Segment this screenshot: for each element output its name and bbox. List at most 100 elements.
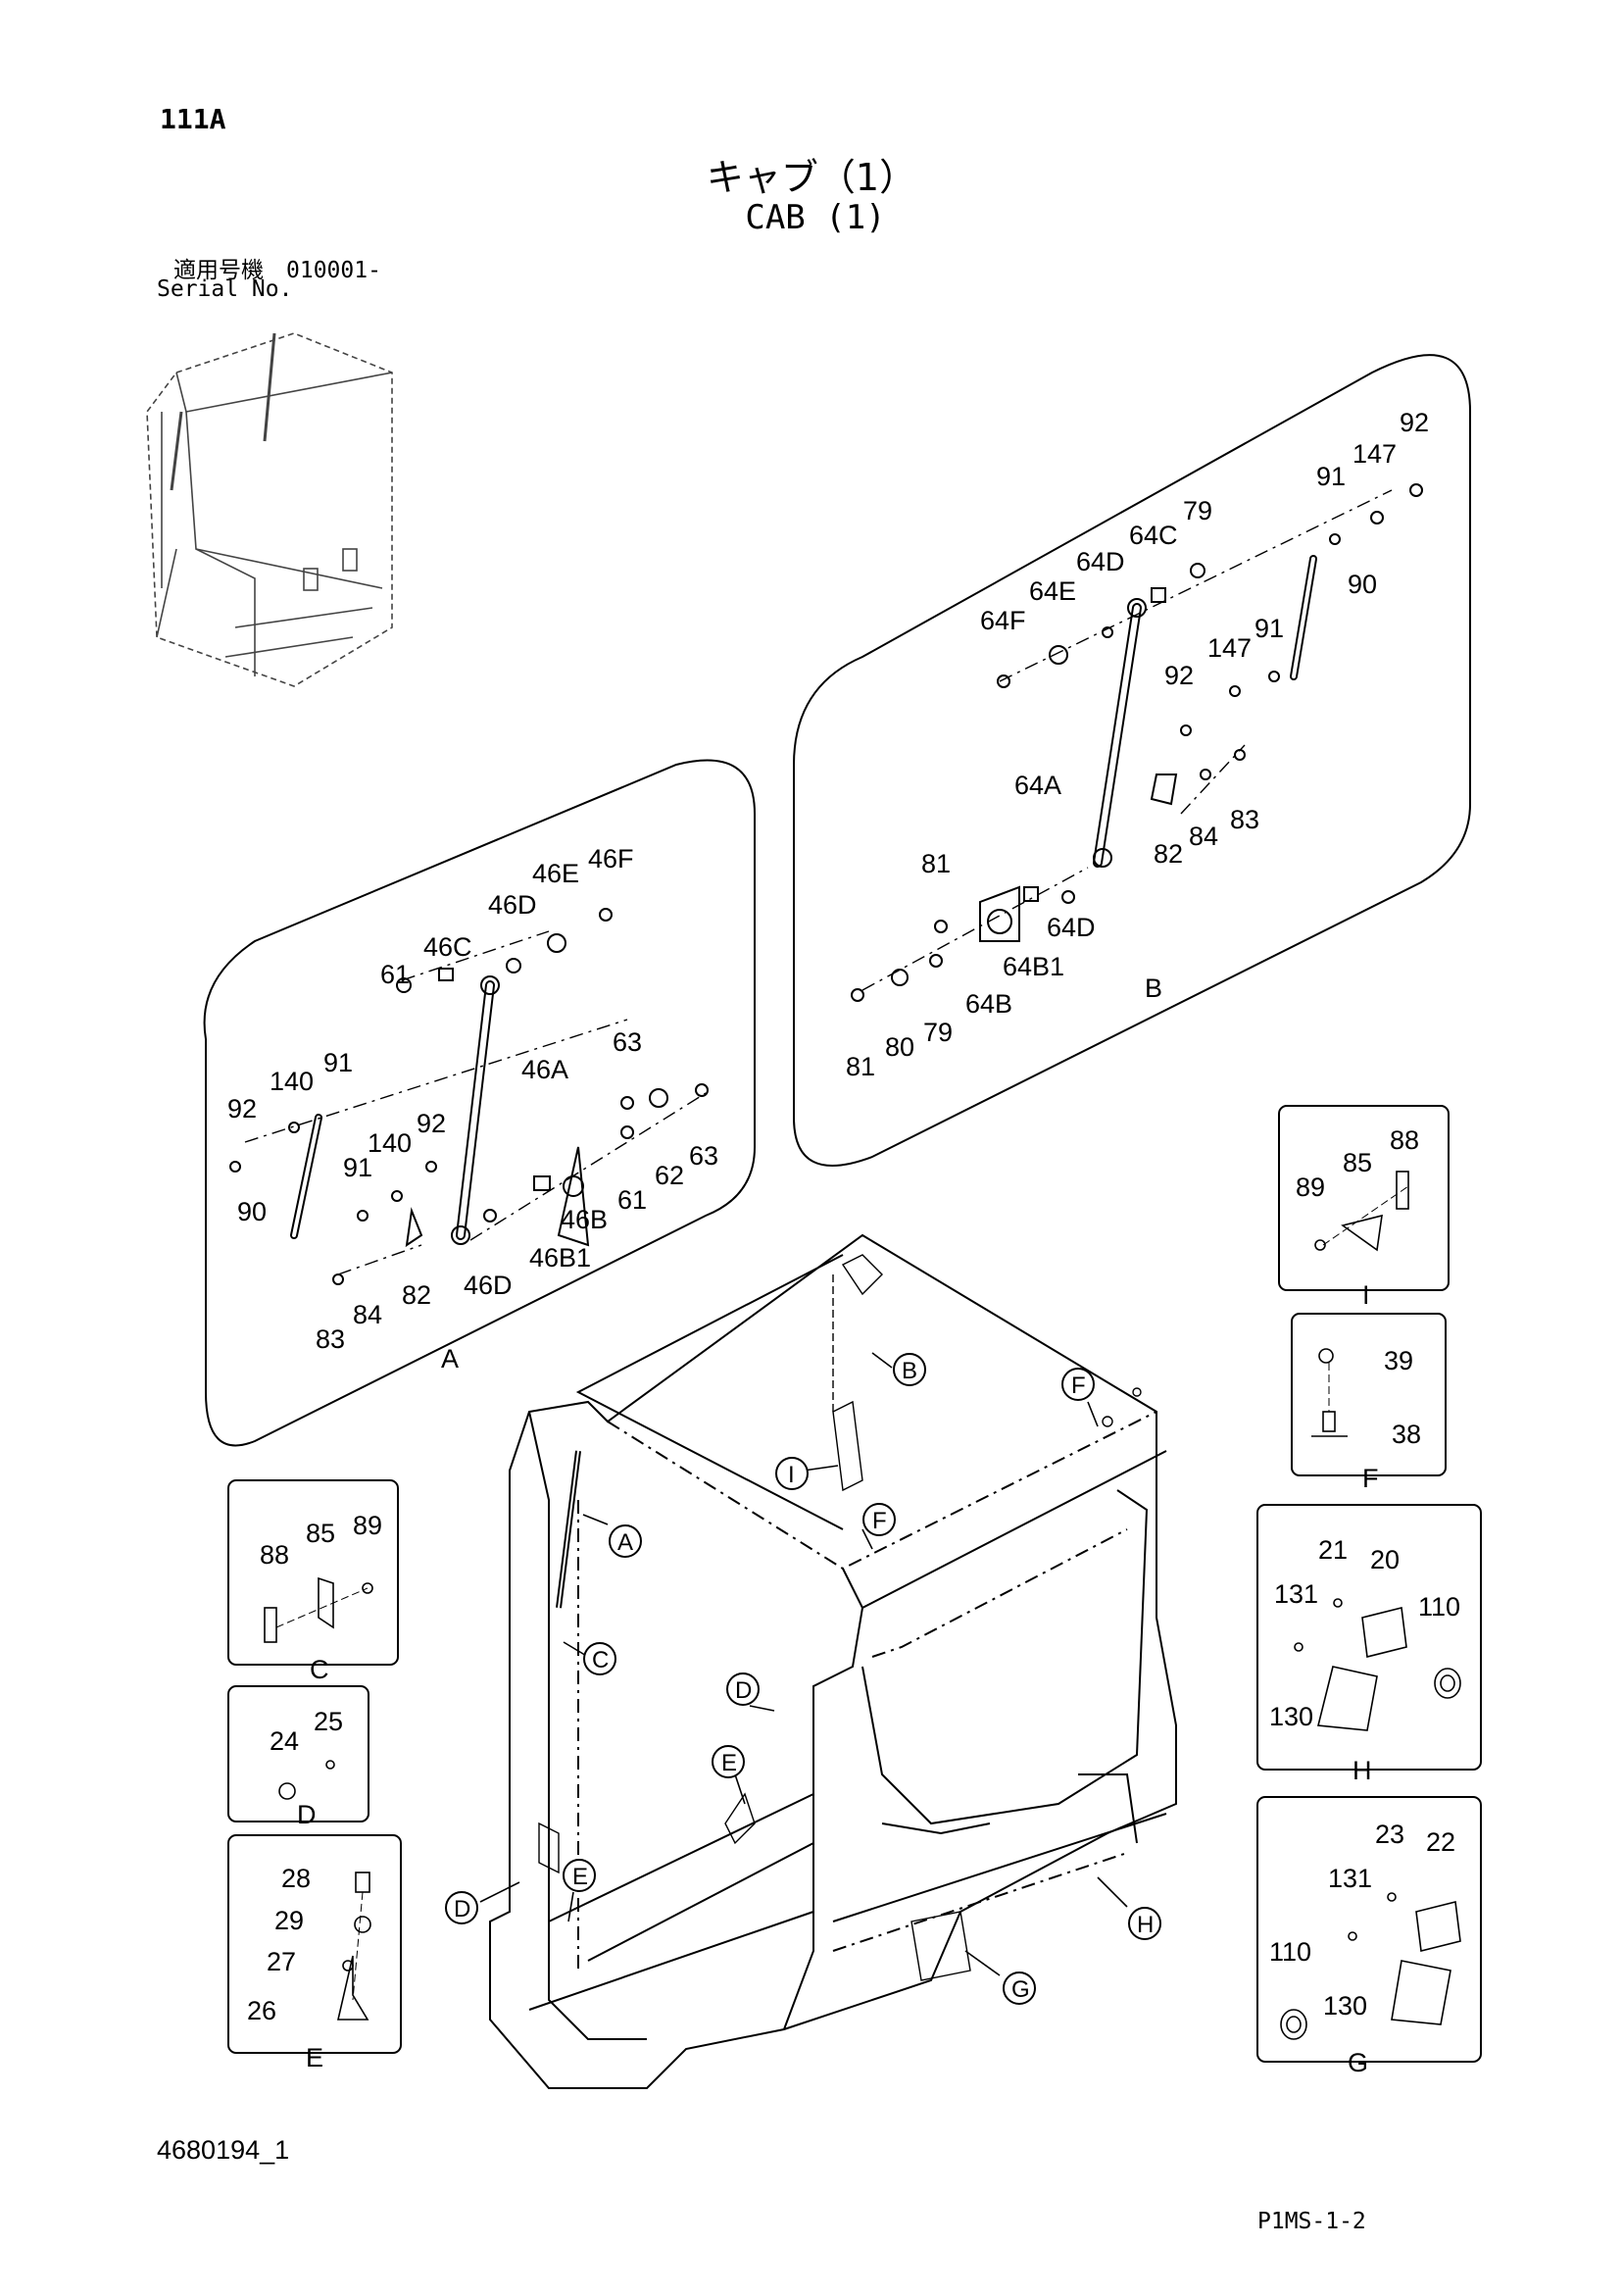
detail-a-panel bbox=[203, 759, 756, 1447]
detail-letter: D bbox=[297, 1800, 317, 1829]
svg-text:D: D bbox=[454, 1896, 470, 1922]
svg-text:I: I bbox=[788, 1462, 795, 1488]
part-label: 79 bbox=[923, 1018, 953, 1047]
small-box-parts bbox=[264, 1171, 1461, 2040]
part-label: 79 bbox=[1183, 496, 1212, 525]
callout-g[interactable]: G bbox=[1003, 1972, 1036, 2005]
detail-g-box bbox=[1256, 1796, 1482, 2063]
callout-b[interactable]: B bbox=[893, 1353, 926, 1386]
serial-label-english: Serial No. bbox=[157, 276, 293, 302]
part-label: 85 bbox=[306, 1519, 335, 1548]
svg-text:G: G bbox=[1011, 1976, 1030, 2003]
part-label: 63 bbox=[689, 1141, 718, 1171]
part-label: 64D bbox=[1047, 913, 1096, 942]
svg-text:H: H bbox=[1137, 1912, 1154, 1938]
part-label: 91 bbox=[323, 1048, 353, 1077]
part-label: 64E bbox=[1029, 576, 1076, 606]
part-label: 110 bbox=[1269, 1937, 1311, 1967]
part-label: 110 bbox=[1418, 1592, 1460, 1622]
part-label: 85 bbox=[1343, 1148, 1372, 1177]
part-label: 91 bbox=[1254, 614, 1284, 643]
detail-a-strut bbox=[229, 908, 709, 1285]
callout-h[interactable]: H bbox=[1128, 1907, 1161, 1940]
callout-e-left[interactable]: E bbox=[563, 1859, 596, 1892]
svg-text:C: C bbox=[592, 1647, 609, 1673]
part-label: 92 bbox=[1400, 408, 1429, 437]
part-label: 25 bbox=[314, 1707, 343, 1736]
callout-e-center[interactable]: E bbox=[712, 1745, 745, 1778]
detail-letter: B bbox=[1145, 973, 1162, 1003]
detail-f-box bbox=[1291, 1313, 1447, 1476]
part-label: 81 bbox=[921, 849, 951, 878]
part-label: 82 bbox=[1154, 839, 1183, 869]
part-label: 64A bbox=[1014, 771, 1061, 800]
part-label: 24 bbox=[270, 1726, 299, 1756]
part-label: 22 bbox=[1426, 1827, 1455, 1857]
part-label: 46F bbox=[588, 844, 634, 873]
detail-letter: A bbox=[441, 1344, 459, 1373]
part-label: 46E bbox=[532, 859, 579, 888]
part-label: 46B1 bbox=[529, 1243, 591, 1273]
svg-text:B: B bbox=[902, 1358, 917, 1384]
callout-f-lower[interactable]: F bbox=[862, 1503, 896, 1536]
svg-text:F: F bbox=[1071, 1373, 1086, 1399]
detail-letter: E bbox=[306, 2043, 323, 2072]
detail-c-box bbox=[227, 1479, 399, 1666]
part-label: 46A bbox=[521, 1055, 568, 1084]
detail-letter: I bbox=[1362, 1280, 1370, 1310]
part-label: 91 bbox=[343, 1153, 372, 1182]
callout-f-top[interactable]: F bbox=[1061, 1368, 1095, 1401]
part-label: 81 bbox=[846, 1052, 875, 1081]
part-label: 88 bbox=[260, 1540, 289, 1570]
part-label: 140 bbox=[270, 1067, 314, 1096]
part-label: 64B1 bbox=[1003, 952, 1064, 981]
serial-label-japanese: 適用号機 010001- bbox=[173, 258, 381, 283]
page-id: 111A bbox=[160, 103, 226, 135]
callout-d-left[interactable]: D bbox=[445, 1891, 478, 1924]
part-label: 46B bbox=[561, 1205, 608, 1234]
part-label: 64C bbox=[1129, 521, 1178, 550]
detail-b-panel bbox=[793, 354, 1471, 1167]
part-label: 38 bbox=[1392, 1420, 1421, 1449]
svg-text:E: E bbox=[572, 1864, 588, 1890]
part-label: 64D bbox=[1076, 547, 1125, 576]
callout-a[interactable]: A bbox=[609, 1524, 642, 1558]
page-code: P1MS-1-2 bbox=[1257, 2209, 1366, 2234]
callout-i[interactable]: I bbox=[775, 1457, 809, 1490]
detail-letter: G bbox=[1348, 2048, 1368, 2077]
part-label: 84 bbox=[353, 1300, 382, 1329]
part-label: 131 bbox=[1274, 1579, 1318, 1609]
detail-letter: F bbox=[1362, 1464, 1379, 1493]
detail-h-box bbox=[1256, 1504, 1482, 1771]
part-label: 88 bbox=[1390, 1125, 1419, 1155]
part-label: 147 bbox=[1207, 633, 1252, 663]
part-label: 131 bbox=[1328, 1864, 1372, 1893]
part-label: 83 bbox=[1230, 805, 1259, 834]
part-label: 82 bbox=[402, 1280, 431, 1310]
part-label: 83 bbox=[316, 1324, 345, 1354]
part-label: 64F bbox=[980, 606, 1026, 635]
part-label: 21 bbox=[1318, 1535, 1348, 1565]
part-label: 91 bbox=[1316, 462, 1346, 491]
part-label: 46C bbox=[423, 932, 472, 962]
main-cab-frame bbox=[489, 1233, 1177, 2089]
part-label: 130 bbox=[1323, 1991, 1367, 2021]
part-label: 90 bbox=[1348, 570, 1377, 599]
callout-d-center[interactable]: D bbox=[726, 1672, 760, 1706]
callout-c[interactable]: C bbox=[583, 1642, 616, 1675]
part-label: 84 bbox=[1189, 822, 1218, 851]
part-label: 63 bbox=[613, 1027, 642, 1057]
part-label: 140 bbox=[368, 1128, 412, 1158]
part-label: 28 bbox=[281, 1864, 311, 1893]
part-label: 46D bbox=[464, 1271, 513, 1300]
part-label: 26 bbox=[247, 1996, 276, 2025]
detail-i-box bbox=[1278, 1105, 1450, 1291]
svg-text:A: A bbox=[617, 1529, 633, 1556]
overview-cab-drawing bbox=[146, 332, 393, 687]
part-label: 92 bbox=[417, 1109, 446, 1138]
part-label: 92 bbox=[227, 1094, 257, 1123]
part-label: 29 bbox=[274, 1906, 304, 1935]
part-label: 64B bbox=[965, 989, 1012, 1019]
